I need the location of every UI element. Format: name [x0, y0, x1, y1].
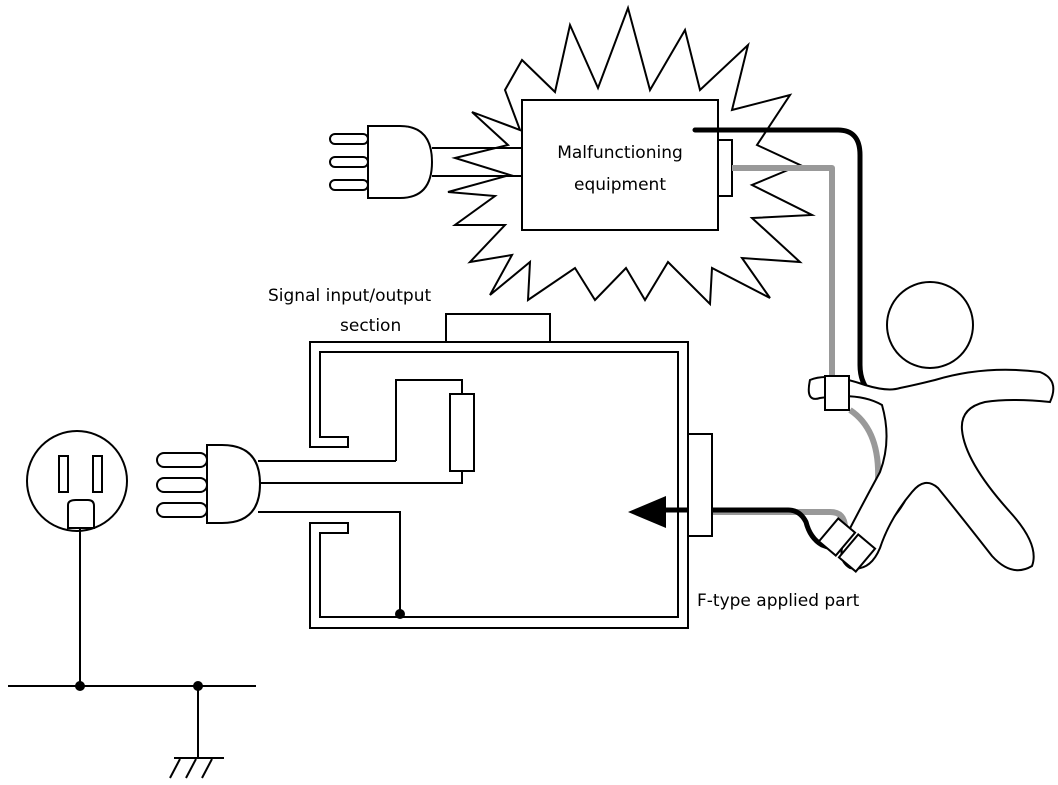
- electrode-hip: [817, 517, 877, 573]
- malfunction-plug: [329, 125, 522, 199]
- earth-hatch-2: [185, 758, 197, 779]
- leakage-arrow-head: [628, 496, 666, 528]
- electrode-arm-pad: [824, 375, 850, 411]
- ground-junction-dot-2: [193, 681, 203, 691]
- malfunction-plug-prong-3: [329, 179, 369, 191]
- enclosure-outer: [309, 341, 689, 629]
- wire-to-component: [395, 379, 463, 461]
- outlet-slot-left: [58, 455, 69, 493]
- electrode-arm: [824, 375, 850, 411]
- earth-hatch-3: [201, 758, 213, 779]
- malfunction-label-line2: equipment: [574, 175, 666, 195]
- wall-outlet: [26, 430, 128, 532]
- wire-neutral: [258, 471, 463, 484]
- applied-part-connector: [687, 433, 713, 537]
- applied-part-label: F-type applied part: [697, 591, 860, 611]
- signal-io-label-line1: Signal input/output: [268, 286, 431, 306]
- malfunction-signal-port: [717, 139, 733, 197]
- ground-wiring: [8, 528, 256, 779]
- outlet-slot-right: [92, 455, 103, 493]
- me-plug: [156, 444, 262, 524]
- signal-io-label-line2: section: [340, 316, 401, 336]
- ground-junction-dot-1: [75, 681, 85, 691]
- patient-figure: [807, 281, 1055, 572]
- earth-hatch-1: [169, 758, 181, 779]
- wire-earth: [258, 511, 401, 614]
- malfunction-plug-prong-2: [329, 156, 369, 168]
- me-equipment-enclosure: [309, 341, 689, 629]
- malfunction-plug-body: [367, 125, 434, 199]
- internal-wiring: [258, 379, 463, 614]
- malfunction-plug-prong-1: [329, 133, 369, 145]
- electrode-hip-pad-1: [817, 517, 857, 557]
- signal-io-section-box: [445, 313, 551, 343]
- me-plug-body: [206, 444, 262, 524]
- outlet-ground-hole: [67, 499, 95, 529]
- me-plug-prong-3: [156, 502, 208, 518]
- me-plug-prong-2: [156, 477, 208, 493]
- patient-head: [886, 281, 974, 369]
- malfunction-equipment-box: [521, 99, 719, 231]
- electrode-hip-pad-2: [837, 533, 877, 573]
- earth-junction-dot: [395, 609, 405, 619]
- malfunction-label-line1: Malfunctioning: [557, 143, 683, 163]
- me-plug-prong-1: [156, 452, 208, 468]
- internal-component: [449, 393, 475, 472]
